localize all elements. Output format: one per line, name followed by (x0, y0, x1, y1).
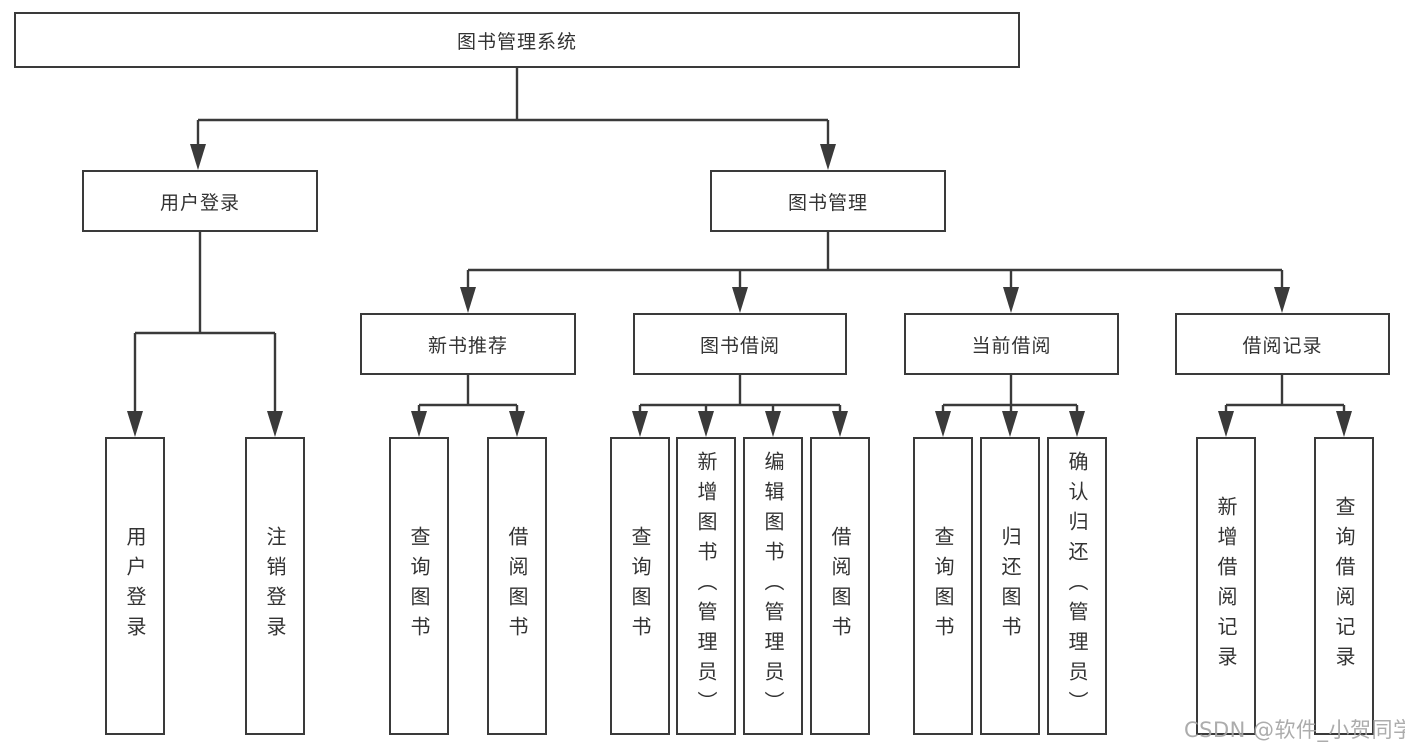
connector-book-management-children (460, 232, 1290, 313)
node-label: 新书推荐 (427, 334, 508, 357)
connector-root-to-level2 (190, 68, 836, 170)
node-label: 图书借阅 (699, 334, 780, 357)
node-label: 查询图书 (628, 526, 652, 646)
node-label: 查询图书 (931, 526, 955, 646)
node-label: 用户登录 (123, 526, 147, 646)
connector-user-login-children (127, 232, 283, 437)
node-edit-books-admin: 编辑图书（管理员） (743, 437, 803, 735)
node-label: 借阅记录 (1242, 334, 1323, 357)
node-label: 借阅图书 (828, 526, 852, 646)
node-label: 当前借阅 (971, 334, 1052, 357)
node-borrow-books-recommend: 借阅图书 (487, 437, 547, 735)
node-return-books: 归还图书 (980, 437, 1040, 735)
node-label: 新增借阅记录 (1214, 496, 1238, 676)
connector-new-book-recommendation-children (411, 375, 525, 437)
node-new-book-recommendation: 新书推荐 (360, 313, 576, 375)
node-label: 查询借阅记录 (1332, 496, 1356, 676)
node-label: 新增图书（管理员） (694, 451, 718, 721)
node-label: 借阅图书 (505, 526, 529, 646)
connector-borrowing-records-children (1218, 375, 1352, 437)
node-user-login: 用户登录 (82, 170, 318, 232)
node-label: 确认归还（管理员） (1065, 451, 1089, 721)
node-label: 图书管理系统 (456, 30, 577, 53)
node-query-books-current: 查询图书 (913, 437, 973, 735)
node-borrowing-records: 借阅记录 (1175, 313, 1390, 375)
node-query-borrowing-record: 查询借阅记录 (1314, 437, 1374, 735)
node-query-books-borrowing: 查询图书 (610, 437, 670, 735)
connector-current-borrowing-children (935, 375, 1085, 437)
node-add-books-admin: 新增图书（管理员） (676, 437, 736, 735)
node-current-borrowing: 当前借阅 (904, 313, 1119, 375)
node-logout: 注销登录 (245, 437, 305, 735)
node-label: 用户登录 (159, 191, 240, 214)
node-user-login-leaf: 用户登录 (105, 437, 165, 735)
node-book-management-system: 图书管理系统 (14, 12, 1020, 68)
node-book-management: 图书管理 (710, 170, 946, 232)
connector-book-borrowing-children (632, 375, 848, 437)
node-label: 查询图书 (407, 526, 431, 646)
node-book-borrowing: 图书借阅 (633, 313, 847, 375)
node-add-borrowing-record: 新增借阅记录 (1196, 437, 1256, 735)
node-borrow-books-borrowing: 借阅图书 (810, 437, 870, 735)
node-label: 图书管理 (787, 191, 868, 214)
csdn-watermark: CSDN @软件_小贺同学 (1184, 718, 1405, 742)
node-label: 归还图书 (998, 526, 1022, 646)
node-confirm-return-admin: 确认归还（管理员） (1047, 437, 1107, 735)
node-label: 注销登录 (263, 526, 287, 646)
node-query-books-recommend: 查询图书 (389, 437, 449, 735)
node-label: 编辑图书（管理员） (761, 451, 785, 721)
